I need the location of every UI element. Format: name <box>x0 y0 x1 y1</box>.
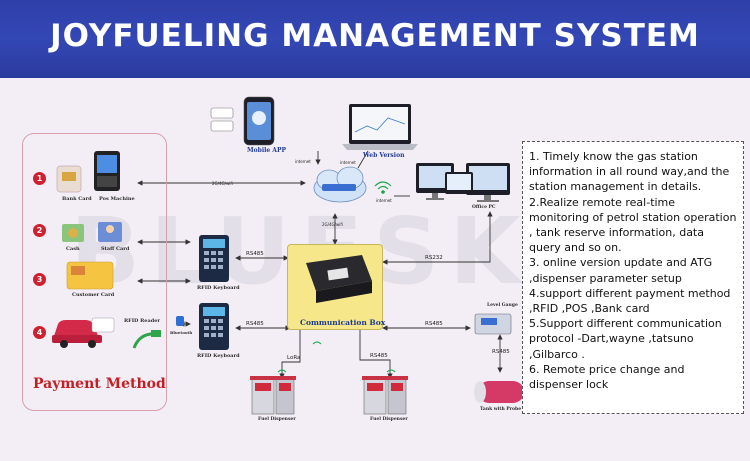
rs485-link-label-4: RS485 <box>492 349 510 355</box>
payment-method-group <box>22 133 167 411</box>
gwifi-link-label-2: 2G/4G/wifi <box>322 222 343 227</box>
payment-badge-1: 1 <box>33 172 46 185</box>
office-pc-icon <box>416 163 510 202</box>
staff-card-label: Staff Card <box>101 246 130 252</box>
customer-card-icon <box>66 261 114 290</box>
rs232-link-label: RS232 <box>425 255 443 261</box>
pos-machine-icon <box>94 151 120 191</box>
page-title: JOYFUELING MANAGEMENT SYSTEM <box>50 18 700 54</box>
cash-label: Cash <box>66 246 80 252</box>
communication-box <box>287 244 383 330</box>
level-gauge-label: Level Gauge <box>487 303 518 308</box>
feature-note: 3. online version update and ATG ,dispen… <box>529 256 713 285</box>
rfid-reader-label: RFID Reader <box>124 318 161 324</box>
rs485-link-label-1: RS485 <box>246 251 264 257</box>
rfid-reader-icon <box>91 317 115 333</box>
payment-badge-3: 3 <box>33 273 46 286</box>
rfid-keyboard-icon-1 <box>199 235 229 282</box>
customer-card-label: Customer Card <box>72 292 115 298</box>
mobile-app-label: Mobile APP <box>247 147 286 154</box>
bank-card-label: Bank Card <box>62 196 92 202</box>
fuel-dispenser-label-2: Fuel Dispenser <box>370 417 408 422</box>
feature-note: 5.Support different communication protoc… <box>529 317 722 361</box>
office-pc-label: Office PC <box>472 205 496 210</box>
payment-badge-4: 4 <box>33 326 46 339</box>
communication-box-label: Communication Box <box>300 318 386 327</box>
fuel-dispenser-label-1: Fuel Dispenser <box>258 417 296 422</box>
car-icon <box>52 320 102 348</box>
payment-badge-2: 2 <box>33 224 46 237</box>
wifi-icon <box>374 181 392 194</box>
rs485-link-label-3: RS485 <box>425 321 443 327</box>
fuel-dispenser-icon-1 <box>250 376 296 415</box>
internet-link-label-3: internet <box>376 198 392 203</box>
rs485-link-label-2: RS485 <box>246 321 264 327</box>
laptop-icon <box>342 104 418 150</box>
feature-note: 4.support different payment method ,RFID… <box>529 286 731 316</box>
gwifi-link-label-1: 2G/4G/wifi <box>212 181 233 186</box>
feature-note: 1. Timely know the gas station informati… <box>529 150 730 194</box>
rs485-link-label-5: RS485 <box>370 353 388 359</box>
feature-notes-box: 1. Timely know the gas station informati… <box>522 141 744 414</box>
rfid-keyboard-label-1: RFID Keyboard <box>197 285 240 291</box>
bluetooth-icon <box>176 316 184 326</box>
fuel-dispenser-icon-2 <box>362 376 408 415</box>
rfid-keyboard-label-2: RFID Keyboard <box>197 353 240 359</box>
internet-link-label-2: internet <box>340 160 356 165</box>
tank-icon <box>474 381 524 403</box>
payment-method-title: Payment Method <box>33 376 166 392</box>
tank-label: Tank with Probe <box>480 407 522 412</box>
cloud-icon <box>313 166 367 203</box>
bluetooth-label: Bluetooth <box>170 330 193 335</box>
antenna-icon <box>277 341 396 373</box>
feature-note: 2.Realize remote real-time monitoring of… <box>529 195 737 255</box>
header-banner: JOYFUELING MANAGEMENT SYSTEM <box>0 0 750 78</box>
communication-box-device <box>306 255 372 303</box>
bank-card-icon <box>56 165 82 193</box>
internet-link-label-1: internet <box>295 159 311 164</box>
cash-icon <box>62 224 84 242</box>
staff-card-icon <box>98 222 122 242</box>
pos-machine-label: Pos Machine <box>99 196 135 202</box>
fuel-nozzle-icon <box>132 330 161 349</box>
web-version-label: Web Version <box>363 152 405 159</box>
mobile-phone-icon <box>210 96 275 146</box>
lora-link-label: LoRa <box>287 355 301 361</box>
feature-note: 6. Remote price change and dispenser loc… <box>529 362 685 392</box>
level-gauge-icon <box>474 313 512 335</box>
rfid-keyboard-icon-2 <box>199 303 229 350</box>
